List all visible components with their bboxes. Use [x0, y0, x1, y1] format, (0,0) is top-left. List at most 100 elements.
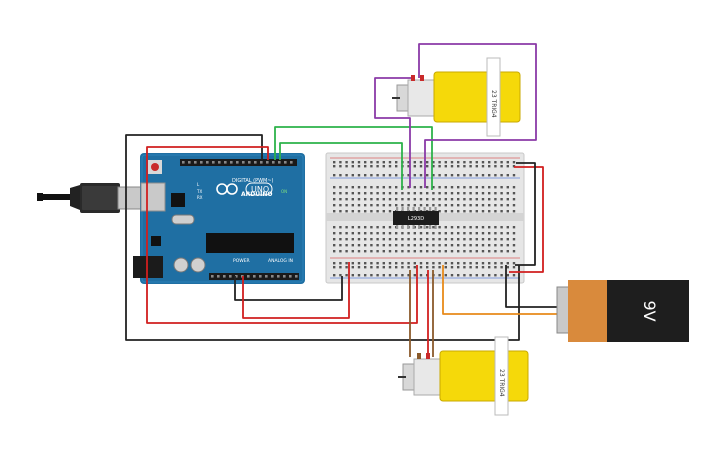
breadboard-hole [419, 274, 423, 277]
breadboard-hole [339, 210, 342, 213]
breadboard-hole [426, 250, 429, 253]
breadboard-hole [382, 174, 385, 177]
breadboard-hole [382, 274, 385, 277]
wire-black-gnd-outer[interactable] [125, 134, 520, 341]
breadboard-hole [438, 226, 441, 229]
breadboard-hole [500, 226, 503, 229]
capacitor-left [173, 257, 189, 273]
wire-green-in1[interactable] [274, 126, 433, 190]
breadboard-hole [506, 210, 509, 213]
wires[interactable] [125, 43, 558, 357]
motor-bottom-can [413, 358, 442, 396]
chip-leg [396, 207, 399, 211]
breadboard-hole [450, 192, 454, 195]
breadboard-hole [426, 232, 429, 235]
wire-red-enable[interactable] [146, 146, 418, 324]
wire-purple-motor-b[interactable] [418, 43, 537, 188]
usb-cable[interactable] [37, 183, 143, 213]
breadboard-hole [401, 204, 404, 207]
header-pin [223, 275, 226, 278]
breadboard-hole [345, 244, 348, 247]
breadboard-hole [357, 226, 361, 229]
header-pin [182, 161, 185, 164]
breadboard-hole [506, 250, 509, 253]
wire-orange-vs[interactable] [442, 265, 558, 315]
breadboard-hole [432, 174, 435, 177]
breadboard-hole [401, 250, 404, 253]
breadboard-hole [333, 266, 336, 269]
atmega-chip [206, 233, 294, 253]
breadboard-hole [475, 198, 478, 201]
l293d-driver[interactable]: L293D [393, 207, 439, 229]
breadboard-hole [345, 192, 348, 195]
breadboard-hole [376, 204, 379, 207]
motor-bottom[interactable]: 23 TRIG4 [398, 336, 529, 416]
breadboard-hole [339, 198, 342, 201]
wire-purple-motor-a[interactable] [374, 77, 412, 188]
breadboard-hole [382, 204, 385, 207]
breadboard-hole [475, 174, 478, 177]
breadboard-hole [413, 244, 416, 247]
motor-top-axle [486, 57, 501, 137]
wire-green-in2[interactable] [279, 142, 403, 190]
wire-black-battery[interactable] [505, 265, 558, 308]
wire-black-rail-right[interactable] [515, 162, 536, 266]
breadboard-hole [481, 174, 485, 177]
breadboard-hole [512, 210, 516, 213]
breadboard-hole [376, 262, 379, 265]
chip-leg [423, 225, 426, 229]
wire-red-rail-right[interactable] [509, 166, 544, 273]
breadboard-hole [413, 238, 416, 241]
breadboard-hole [364, 210, 367, 213]
breadboard-hole [376, 186, 379, 189]
breadboard-hole [382, 186, 385, 189]
breadboard-hole [333, 165, 336, 168]
breadboard-hole [395, 186, 398, 189]
breadboard-hole [469, 226, 472, 229]
breadboard-hole [500, 250, 503, 253]
breadboard-hole [357, 266, 361, 269]
chip-leg [407, 225, 410, 229]
arduino-infinity-logo [216, 183, 238, 195]
breadboard-hole [364, 232, 367, 235]
breadboard-hole [469, 210, 472, 213]
breadboard-hole [438, 161, 441, 164]
motor-bottom-terminal-a [417, 353, 421, 359]
breadboard-hole [370, 238, 373, 241]
breadboard-hole [357, 244, 361, 247]
breadboard-hole [401, 198, 404, 201]
breadboard-hole [488, 250, 491, 253]
breadboard-hole [395, 262, 398, 265]
breadboard-hole [351, 198, 354, 201]
breadboard-hole [438, 174, 441, 177]
wire-black-gnd-bottom[interactable] [234, 276, 343, 301]
breadboard-hole [382, 198, 385, 201]
motor-top[interactable]: 23 TRIG4 [392, 57, 521, 137]
breadboard-hole [512, 204, 516, 207]
reset-button[interactable] [151, 163, 159, 171]
breadboard-hole [357, 198, 361, 201]
breadboard-hole [432, 204, 435, 207]
breadboard-hole [426, 161, 429, 164]
breadboard-hole [444, 266, 447, 269]
header-pin [254, 161, 257, 164]
breadboard-hole [395, 192, 398, 195]
breadboard-hole [488, 161, 491, 164]
breadboard-hole [413, 192, 416, 195]
battery-9v[interactable]: 9V [556, 280, 689, 342]
usb-cable-tail [37, 193, 43, 201]
breadboard-hole [494, 250, 497, 253]
breadboard-hole [407, 232, 410, 235]
battery-orange-band [568, 280, 608, 342]
breadboard-hole [339, 274, 342, 277]
wire-red-5v[interactable] [242, 262, 350, 319]
l293d-body [393, 211, 439, 225]
breadboard-hole [488, 174, 491, 177]
arduino-uno-board[interactable]: DIGITAL (PWM~) ARDUINO UNO ON TX RX L PO… [133, 153, 305, 284]
breadboard-hole [364, 262, 367, 265]
breadboard-hole [401, 244, 404, 247]
breadboard-hole [457, 226, 460, 229]
breadboard-hole [333, 186, 336, 189]
breadboard-hole [469, 186, 472, 189]
